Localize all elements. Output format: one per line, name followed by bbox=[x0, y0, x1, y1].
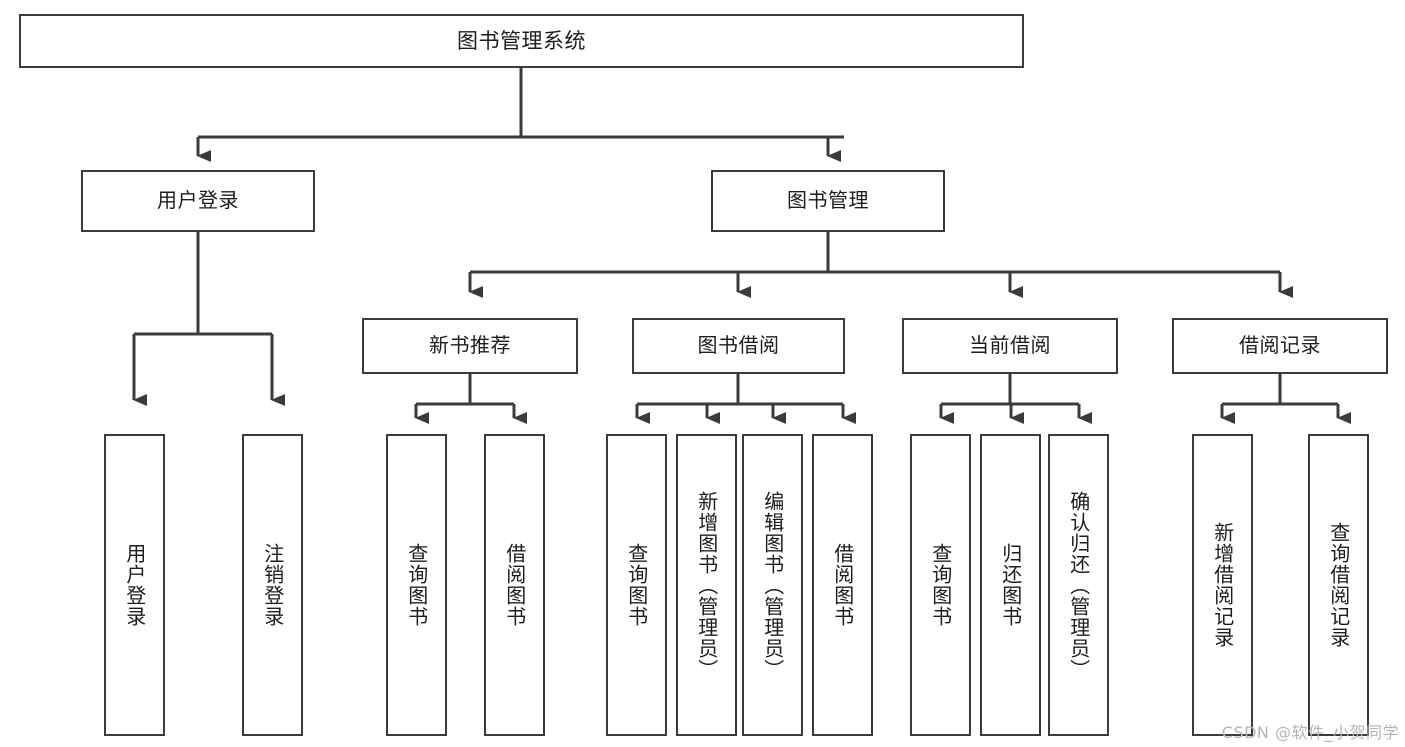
node-book-manage-label: 图书管理 bbox=[787, 188, 869, 213]
node-leaf-br-query-label: 查询借阅记录 bbox=[1326, 522, 1351, 648]
node-book-borrow-label: 图书借阅 bbox=[697, 333, 780, 358]
node-leaf-rec-query[interactable]: 查询图书 bbox=[386, 434, 447, 736]
node-current-borrow[interactable]: 当前借阅 bbox=[902, 318, 1118, 374]
node-leaf-bb-edit-label: 编辑图书（管理员） bbox=[760, 490, 785, 680]
node-leaf-bb-add[interactable]: 新增图书（管理员） bbox=[676, 434, 737, 736]
node-root[interactable]: 图书管理系统 bbox=[19, 14, 1024, 68]
node-leaf-cb-query[interactable]: 查询图书 bbox=[910, 434, 971, 736]
node-user-login[interactable]: 用户登录 bbox=[81, 170, 315, 232]
node-user-login-label: 用户登录 bbox=[157, 188, 239, 213]
node-leaf-br-query[interactable]: 查询借阅记录 bbox=[1308, 434, 1369, 736]
node-leaf-user-login-label: 用户登录 bbox=[122, 543, 147, 627]
node-new-book-rec-label: 新书推荐 bbox=[429, 333, 511, 358]
node-leaf-bb-edit[interactable]: 编辑图书（管理员） bbox=[742, 434, 803, 736]
node-leaf-bb-query-label: 查询图书 bbox=[624, 543, 649, 627]
node-leaf-bb-borrow[interactable]: 借阅图书 bbox=[812, 434, 873, 736]
node-leaf-user-logout-label: 注销登录 bbox=[260, 543, 285, 627]
node-leaf-bb-query[interactable]: 查询图书 bbox=[606, 434, 667, 736]
node-leaf-cb-confirm[interactable]: 确认归还（管理员） bbox=[1048, 434, 1109, 736]
node-leaf-user-login[interactable]: 用户登录 bbox=[104, 434, 165, 736]
node-leaf-cb-return[interactable]: 归还图书 bbox=[980, 434, 1041, 736]
node-root-label: 图书管理系统 bbox=[457, 28, 586, 53]
node-leaf-rec-query-label: 查询图书 bbox=[404, 543, 429, 627]
node-leaf-cb-query-label: 查询图书 bbox=[928, 543, 953, 627]
node-leaf-cb-confirm-label: 确认归还（管理员） bbox=[1066, 490, 1091, 680]
node-leaf-br-add[interactable]: 新增借阅记录 bbox=[1192, 434, 1253, 736]
node-new-book-rec[interactable]: 新书推荐 bbox=[362, 318, 578, 374]
node-current-borrow-label: 当前借阅 bbox=[969, 333, 1051, 358]
node-book-manage[interactable]: 图书管理 bbox=[711, 170, 945, 232]
node-borrow-record[interactable]: 借阅记录 bbox=[1172, 318, 1388, 374]
node-leaf-br-add-label: 新增借阅记录 bbox=[1210, 522, 1235, 648]
node-leaf-rec-borrow-label: 借阅图书 bbox=[502, 543, 527, 627]
node-leaf-user-logout[interactable]: 注销登录 bbox=[242, 434, 303, 736]
node-leaf-bb-borrow-label: 借阅图书 bbox=[830, 543, 855, 627]
node-leaf-rec-borrow[interactable]: 借阅图书 bbox=[484, 434, 545, 736]
watermark: CSDN @软件_小贺同学 bbox=[1221, 723, 1399, 742]
node-book-borrow[interactable]: 图书借阅 bbox=[632, 318, 845, 374]
node-leaf-bb-add-label: 新增图书（管理员） bbox=[694, 490, 719, 680]
node-borrow-record-label: 借阅记录 bbox=[1239, 333, 1321, 358]
node-leaf-cb-return-label: 归还图书 bbox=[998, 543, 1023, 627]
